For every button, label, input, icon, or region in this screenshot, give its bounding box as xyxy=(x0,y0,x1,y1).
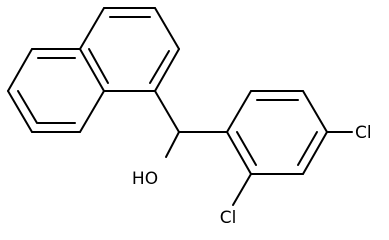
chemical-structure-canvas: HO Cl Cl xyxy=(7,7,372,228)
bond xyxy=(154,7,180,50)
naphthalene-rings xyxy=(7,7,180,133)
bond xyxy=(79,48,105,92)
bond xyxy=(302,131,328,175)
chloro-ortho-label: Cl xyxy=(220,208,237,228)
bond-inner xyxy=(88,48,109,84)
bond xyxy=(7,48,33,92)
bond xyxy=(154,48,180,92)
bond-inner xyxy=(297,131,318,166)
bond xyxy=(226,131,252,175)
carbinol-center xyxy=(154,90,228,158)
molecule-structure: HO Cl Cl xyxy=(7,7,372,228)
bond-inner xyxy=(149,50,170,84)
bond xyxy=(154,90,180,133)
bond-inner xyxy=(17,90,38,124)
bond xyxy=(232,173,252,206)
hydroxyl-label: HO xyxy=(132,169,158,189)
dichlorophenyl-ring xyxy=(226,90,353,206)
bond xyxy=(226,90,252,133)
bond xyxy=(302,90,328,133)
chloro-para-label: Cl xyxy=(355,123,372,143)
bond xyxy=(79,90,105,133)
bond xyxy=(165,131,180,158)
bond xyxy=(7,90,33,133)
bond xyxy=(79,7,105,50)
bond-inner xyxy=(236,131,257,166)
